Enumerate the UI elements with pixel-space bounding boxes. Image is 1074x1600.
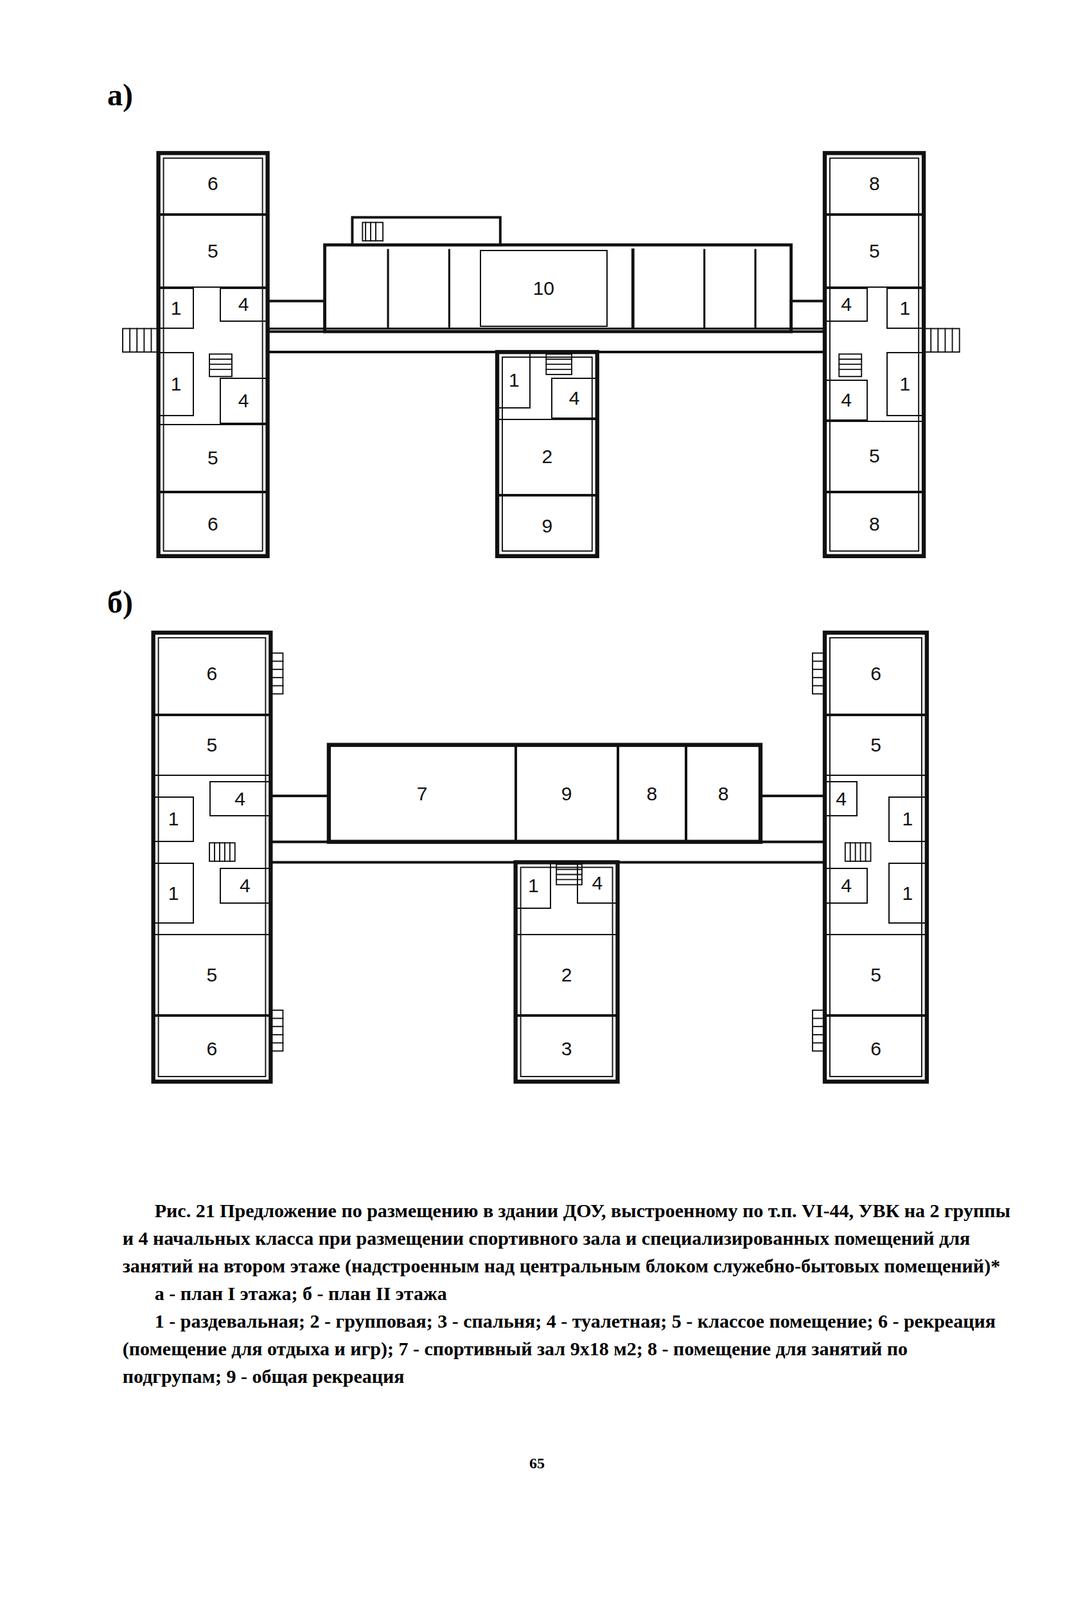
room-outline: 5 bbox=[158, 214, 268, 288]
room-outline: 4 bbox=[824, 287, 868, 322]
room-outline: 4 bbox=[209, 781, 271, 818]
room-number: 8 bbox=[644, 784, 660, 804]
room-number: 5 bbox=[204, 965, 220, 985]
room-number: 1 bbox=[897, 298, 913, 318]
caption-block: Рис. 21 Предложение по размещению в здан… bbox=[122, 1196, 1012, 1391]
room-number: 8 bbox=[716, 784, 731, 804]
room-number: 5 bbox=[867, 241, 882, 261]
plan-letter: б) bbox=[107, 587, 133, 618]
room-outline: 6 bbox=[158, 492, 268, 557]
room-outline: 4 bbox=[551, 377, 598, 419]
room-number: 1 bbox=[168, 298, 184, 318]
room-number: 1 bbox=[166, 809, 182, 829]
room-outline: 8 bbox=[617, 745, 687, 843]
room-outline: 2 bbox=[497, 418, 598, 496]
room-number: 1 bbox=[900, 883, 916, 904]
room-outline: 8 bbox=[686, 745, 761, 843]
room-number: 3 bbox=[559, 1039, 575, 1059]
room-number: 8 bbox=[867, 514, 882, 534]
room-number: 8 bbox=[867, 174, 882, 194]
room-outline: 1 bbox=[152, 796, 194, 843]
room-outline: 2 bbox=[515, 933, 618, 1016]
room-outline: 9 bbox=[497, 495, 598, 557]
room-number: 10 bbox=[531, 278, 557, 299]
room-outline: 6 bbox=[152, 632, 271, 715]
room-number: 1 bbox=[506, 370, 522, 390]
room-number: 4 bbox=[838, 390, 854, 410]
room-number: 5 bbox=[868, 735, 884, 755]
room-outline: 4 bbox=[824, 781, 858, 818]
room-outline: 1 bbox=[886, 287, 925, 329]
room-outline: 6 bbox=[158, 152, 268, 214]
room-outline: 9 bbox=[515, 745, 618, 843]
room-number: 4 bbox=[838, 876, 854, 896]
room-number: 1 bbox=[897, 374, 913, 394]
room-number: 4 bbox=[236, 391, 252, 411]
room-number: 6 bbox=[205, 514, 221, 534]
room-outline: 4 bbox=[824, 379, 868, 421]
room-outline: 4 bbox=[219, 867, 271, 904]
caption-key: 1 - раздевальная; 2 - групповая; 3 - спа… bbox=[122, 1307, 1012, 1391]
room-outline: 5 bbox=[824, 714, 927, 776]
room-number: 1 bbox=[900, 809, 916, 829]
room-number: 1 bbox=[166, 883, 182, 904]
room-number: 6 bbox=[868, 1039, 884, 1059]
room-number: 2 bbox=[540, 447, 555, 467]
room-outline: 4 bbox=[219, 287, 268, 322]
room-number: 4 bbox=[567, 388, 582, 408]
room-outline: 5 bbox=[152, 714, 271, 776]
room-number: 1 bbox=[526, 876, 541, 896]
room-number: 4 bbox=[236, 294, 252, 315]
room-number: 4 bbox=[838, 294, 854, 315]
room-number: 6 bbox=[204, 664, 220, 684]
room-number: 1 bbox=[168, 374, 184, 394]
room-outline: 6 bbox=[152, 1015, 271, 1082]
room-number: 5 bbox=[867, 446, 882, 466]
room-number: 9 bbox=[540, 516, 555, 536]
room-outline: 5 bbox=[152, 933, 271, 1016]
plan-letter: а) bbox=[107, 79, 133, 111]
figure-caption: Рис. 21 Предложение по размещению в здан… bbox=[122, 1196, 1012, 1280]
room-outline: 1 bbox=[158, 352, 194, 417]
room-outline: 1 bbox=[152, 862, 194, 924]
room-number: 9 bbox=[559, 784, 575, 804]
room-number: 4 bbox=[232, 789, 248, 809]
room-outline: 4 bbox=[576, 862, 618, 904]
room-outline: 1 bbox=[888, 862, 927, 924]
room-outline: 1 bbox=[158, 287, 194, 329]
room-outline: 7 bbox=[328, 745, 516, 843]
room-outline: 5 bbox=[824, 933, 927, 1016]
room-outline: 6 bbox=[824, 632, 927, 715]
room-outline: 1 bbox=[886, 352, 925, 417]
room-number: 5 bbox=[204, 735, 220, 755]
room-number: 5 bbox=[205, 448, 221, 468]
room-outline: 5 bbox=[158, 423, 268, 493]
room-number: 6 bbox=[204, 1039, 220, 1059]
room-outline: 6 bbox=[824, 1015, 927, 1082]
page-number: 65 bbox=[529, 1454, 545, 1473]
room-number: 2 bbox=[559, 965, 575, 985]
room-outline: 5 bbox=[824, 214, 924, 288]
caption-note: а - план I этажа; б - план II этажа bbox=[122, 1279, 1012, 1308]
room-outline: 8 bbox=[824, 152, 924, 214]
room-outline: 4 bbox=[219, 377, 268, 424]
room-outline: 3 bbox=[515, 1015, 618, 1082]
room-number: 5 bbox=[868, 965, 884, 985]
room-outline: 1 bbox=[515, 862, 552, 909]
room-outline: 5 bbox=[824, 420, 924, 493]
room-number: 4 bbox=[237, 876, 253, 896]
room-number: 5 bbox=[205, 241, 221, 261]
room-number: 6 bbox=[205, 174, 221, 194]
room-outline: 10 bbox=[479, 249, 608, 327]
room-number: 6 bbox=[868, 664, 884, 684]
room-outline: 8 bbox=[824, 492, 924, 557]
room-outline: 1 bbox=[888, 796, 927, 843]
room-number: 4 bbox=[589, 873, 605, 893]
room-outline: 1 bbox=[497, 352, 531, 408]
room-number: 7 bbox=[414, 784, 430, 804]
room-outline: 4 bbox=[824, 867, 868, 904]
room-number: 4 bbox=[833, 789, 849, 809]
